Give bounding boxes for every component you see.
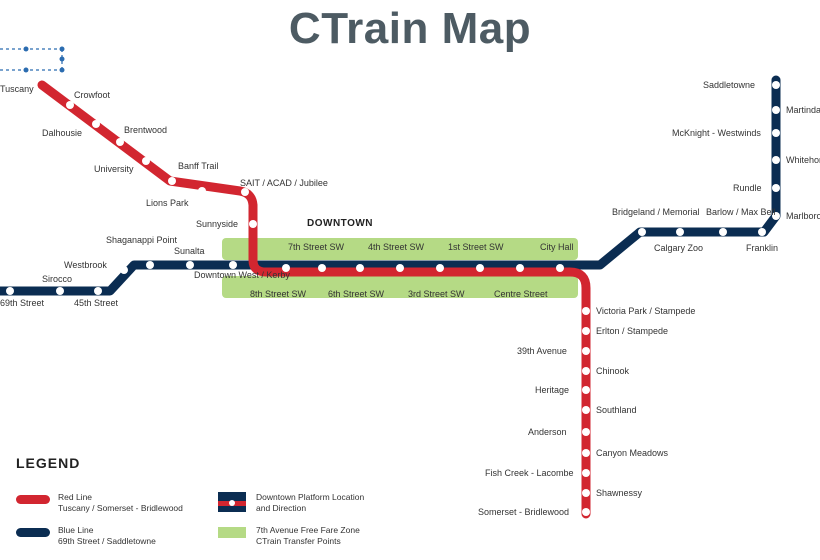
red-line-route [37, 80, 591, 519]
station-label-tuscany: Tuscany [0, 84, 34, 94]
station-label-martindale: Martindale [786, 105, 820, 115]
platform-label-4th-st: 4th Street SW [368, 242, 425, 252]
station-label-mcknight: McKnight - Westwinds [672, 128, 761, 138]
station-label-marlborough: Marlborough [786, 211, 820, 221]
station-label-sait: SAIT / ACAD / Jubilee [240, 178, 328, 188]
station-label-shawnessy: Shawnessy [596, 488, 643, 498]
station-label-dalhousie: Dalhousie [42, 128, 82, 138]
station-label-brentwood: Brentwood [124, 125, 167, 135]
station-label-crowfoot: Crowfoot [74, 90, 111, 100]
station-label-rundle: Rundle [733, 183, 762, 193]
station-label-chinook: Chinook [596, 366, 630, 376]
legend-fare-line2: CTrain Transfer Points [256, 536, 341, 546]
red-line-swatch [16, 495, 50, 504]
station-label-canyon-meadows: Canyon Meadows [596, 448, 669, 458]
station-label-calgary-zoo: Calgary Zoo [654, 243, 703, 253]
station-label-erlton: Erlton / Stampede [596, 326, 668, 336]
downtown-label: DOWNTOWN [307, 218, 373, 229]
red-line-station-dots [66, 101, 590, 516]
station-label-southland: Southland [596, 405, 637, 415]
legend-blue-line-route: 69th Street / Saddletowne [58, 536, 156, 546]
platform-label-centre-st: Centre Street [494, 289, 548, 299]
station-label-downtown-west: Downtown West / Kerby [194, 270, 290, 280]
station-label-franklin: Franklin [746, 243, 778, 253]
station-label-sirocco: Sirocco [42, 274, 72, 284]
station-label-45th-street: 45th Street [74, 298, 119, 308]
legend-title: LEGEND [16, 455, 81, 471]
legend-fare-line1: 7th Avenue Free Fare Zone [256, 525, 360, 535]
station-label-anderson: Anderson [528, 427, 567, 437]
blue-line-swatch [16, 528, 50, 537]
platform-label-6th-st: 6th Street SW [328, 289, 385, 299]
platform-label-7th-st: 7th Street SW [288, 242, 345, 252]
station-label-sunnyside: Sunnyside [196, 219, 238, 229]
station-label-shaganappi: Shaganappi Point [106, 235, 178, 245]
platform-label-3rd-st: 3rd Street SW [408, 289, 465, 299]
legend-red-line-route: Tuscany / Somerset - Bridlewood [58, 503, 183, 513]
station-label-sunalta: Sunalta [174, 246, 205, 256]
station-label-banff-trail: Banff Trail [178, 161, 218, 171]
station-label-39th-avenue: 39th Avenue [517, 346, 567, 356]
legend-downtown-line1: Downtown Platform Location [256, 492, 365, 502]
legend-red-line: Red Line Tuscany / Somerset - Bridlewood [16, 492, 183, 514]
blue-line-labels: 69th Street Sirocco 45th Street Westbroo… [0, 80, 820, 308]
legend-downtown-platform: Downtown Platform Location and Direction [218, 492, 364, 514]
free-fare-zone-top [222, 238, 578, 260]
legend-blue-line-name: Blue Line [58, 525, 94, 535]
platform-label-city-hall: City Hall [540, 242, 574, 252]
platform-label-8th-st: 8th Street SW [250, 289, 307, 299]
legend-red-line-name: Red Line [58, 492, 93, 502]
map-title: CTrain Map [288, 4, 532, 53]
future-extension-lines [0, 46, 65, 73]
station-label-bridgeland: Bridgeland / Memorial [612, 207, 700, 217]
station-label-whitehorn: Whitehorn [786, 155, 820, 165]
free-fare-zone-bottom [222, 276, 578, 298]
legend-blue-line: Blue Line 69th Street / Saddletowne [16, 525, 156, 547]
legend-free-fare-zone: 7th Avenue Free Fare Zone CTrain Transfe… [218, 525, 360, 547]
downtown-platform-icon [218, 492, 246, 512]
station-label-victoria-park: Victoria Park / Stampede [596, 306, 695, 316]
station-label-69th-street: 69th Street [0, 298, 45, 308]
platform-label-1st-st: 1st Street SW [448, 242, 504, 252]
downtown-platform-dots-top [282, 264, 564, 272]
station-label-heritage: Heritage [535, 385, 569, 395]
station-label-lions-park: Lions Park [146, 198, 189, 208]
station-label-saddletowne: Saddletowne [703, 80, 755, 90]
free-fare-zone-swatch [218, 527, 246, 538]
station-label-fish-creek: Fish Creek - Lacombe [485, 468, 574, 478]
station-label-somerset: Somerset - Bridlewood [478, 507, 569, 517]
downtown-platform-labels: 7th Street SW 4th Street SW 1st Street S… [250, 242, 574, 299]
red-line-labels: Tuscany Crowfoot Dalhousie Brentwood Uni… [0, 84, 695, 517]
legend-downtown-line2: and Direction [256, 503, 307, 513]
blue-line-station-dots [6, 81, 780, 295]
station-label-barlow: Barlow / Max Bell [706, 207, 776, 217]
station-label-westbrook: Westbrook [64, 260, 107, 270]
station-label-university: University [94, 164, 134, 174]
